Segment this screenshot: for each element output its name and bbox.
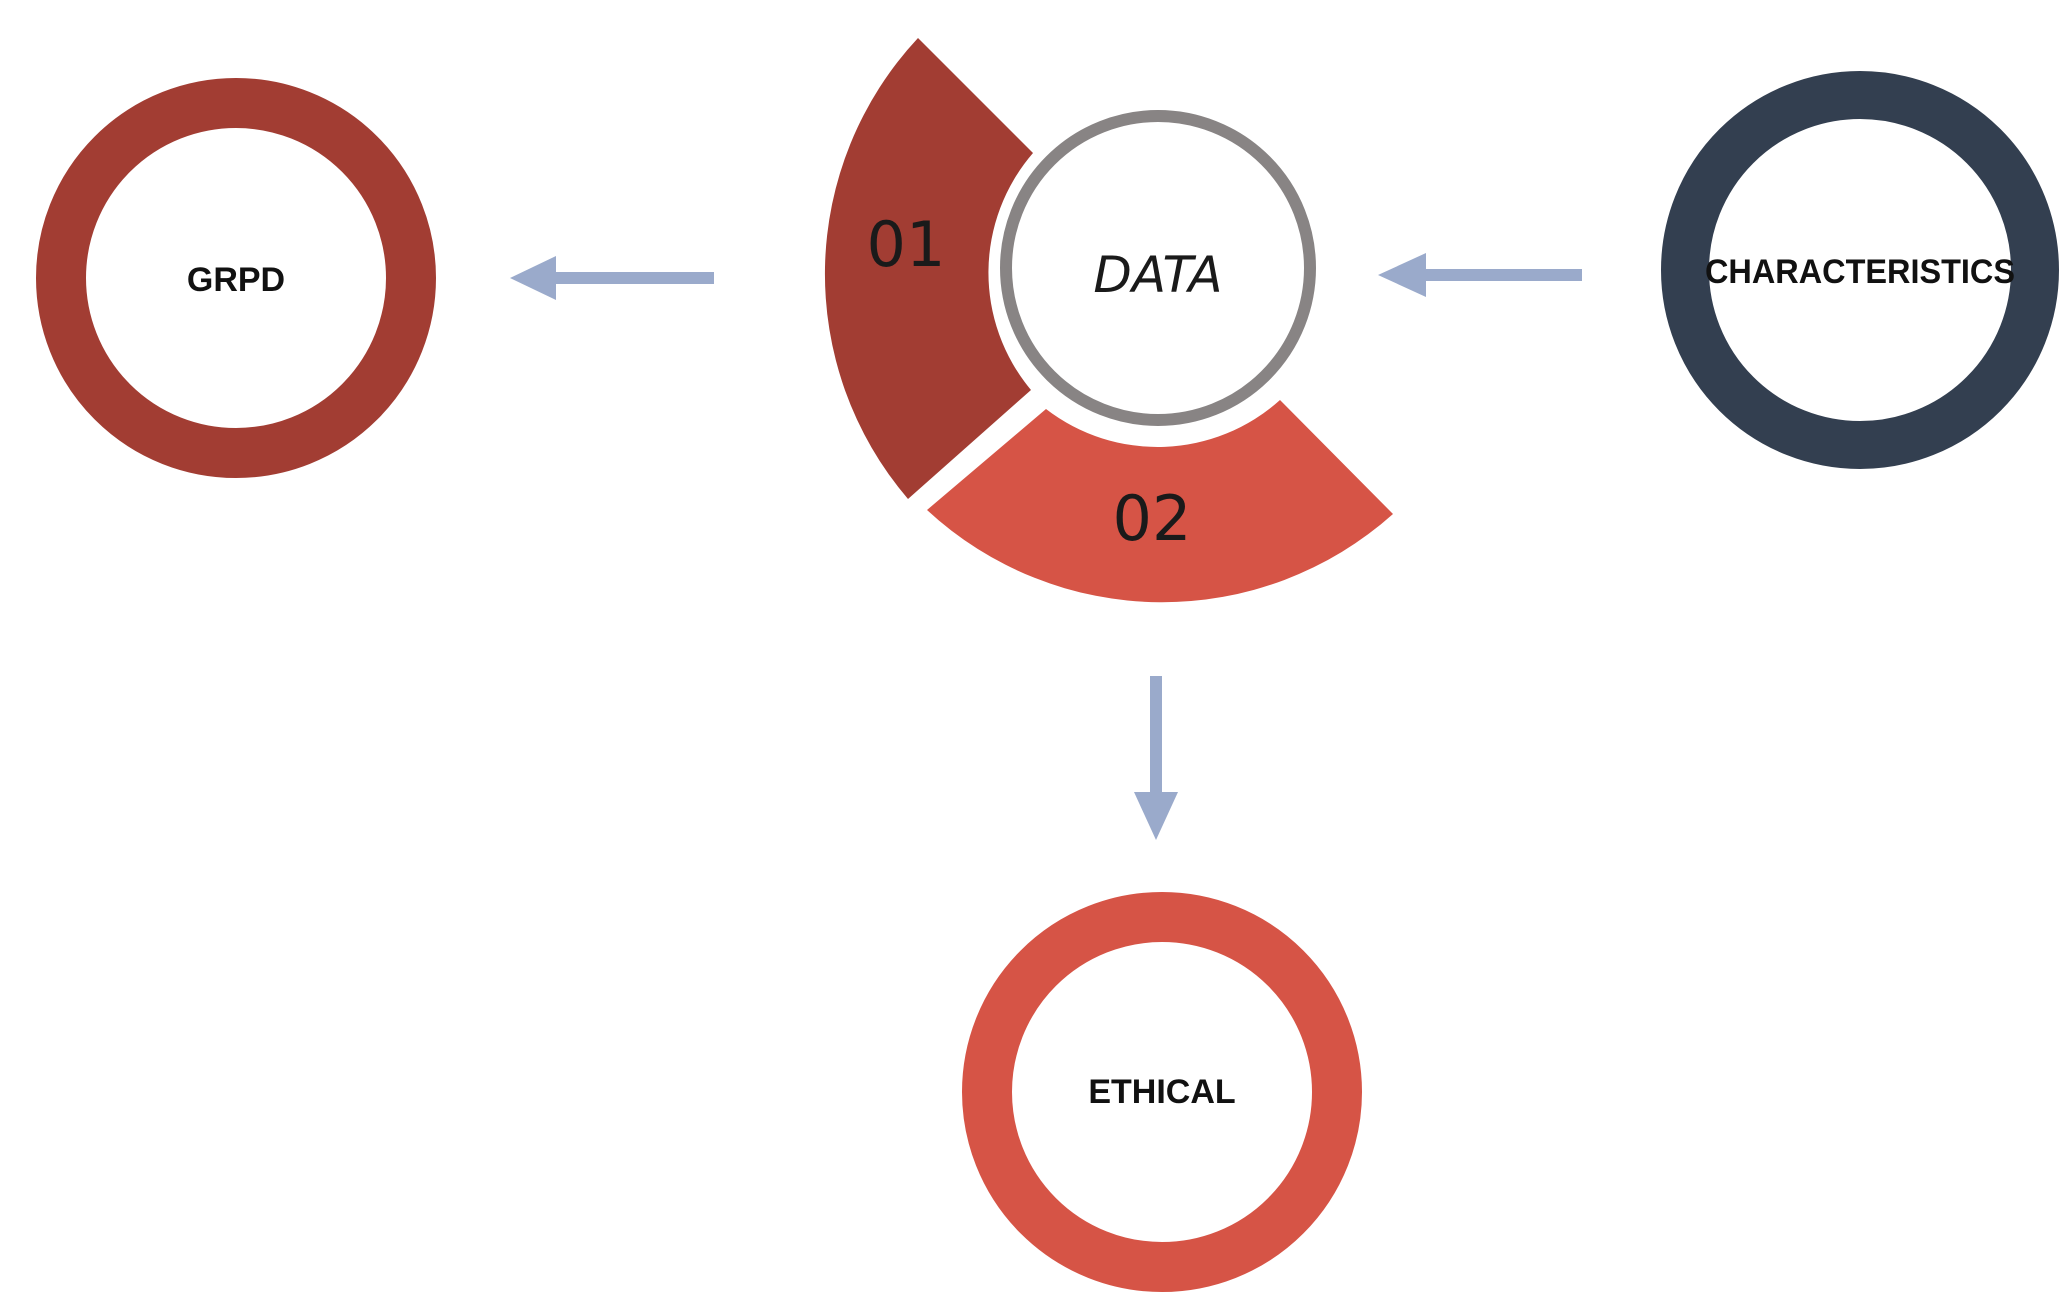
segment-02-number: 02 — [1113, 482, 1192, 555]
ethical-ring — [962, 892, 1362, 1292]
segment-01 — [824, 38, 1033, 499]
center-ring — [1000, 110, 1316, 426]
arrow-to-grpd — [510, 256, 714, 300]
center-label: DATA — [1093, 246, 1222, 304]
grpd-label: GRPD — [187, 261, 285, 299]
grpd-ring — [36, 78, 436, 478]
characteristics-ring — [1661, 71, 2059, 469]
arrow-to-ethical — [1134, 676, 1178, 840]
segment-01-number: 01 — [867, 208, 946, 281]
arrow-from-characteristics — [1378, 253, 1582, 297]
characteristics-label: CHARACTERISTICS — [1705, 253, 2015, 291]
ethical-label: ETHICAL — [1088, 1073, 1235, 1111]
segment-02 — [927, 400, 1393, 603]
